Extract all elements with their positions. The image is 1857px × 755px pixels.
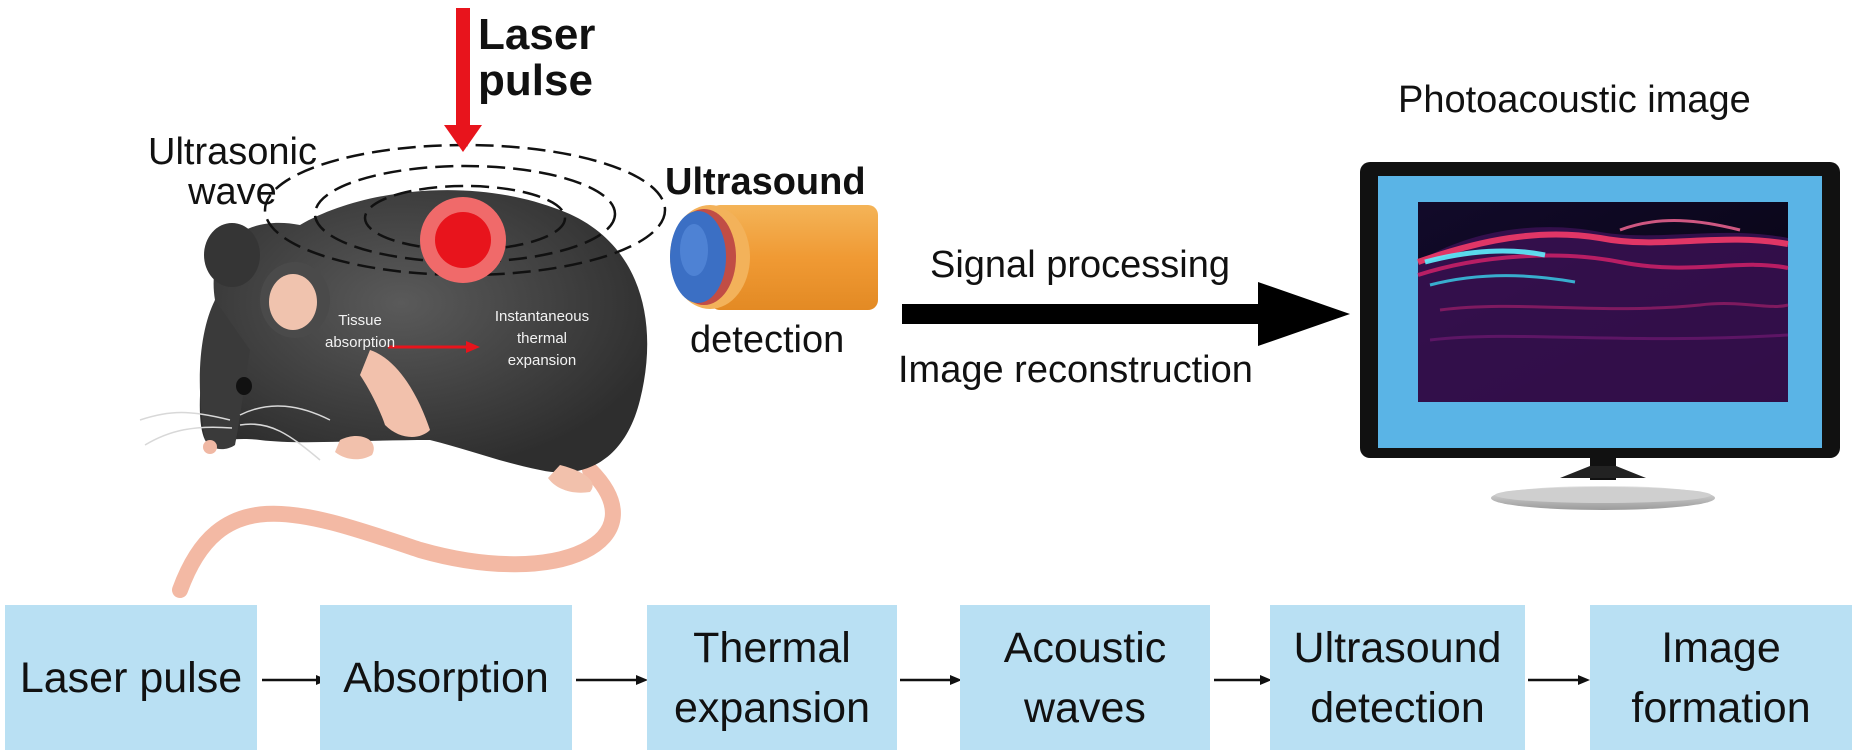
image-reconstruction-label: Image reconstruction [898,349,1253,391]
flow-step-label: Laser pulse [19,653,243,702]
absorption-to-expansion-arrow [388,341,480,353]
laser-pulse-label: Laser pulse [478,10,596,105]
flow-step-label: Ultrasound detection [1293,623,1502,732]
flow-step-acoustic-waves: Acoustic waves [960,605,1210,750]
flow-step-laser-pulse: Laser pulse [5,605,257,750]
flow-step-ultrasound-detection: Ultrasound detection [1270,605,1525,750]
ultrasonic-wave-label: Ultrasonic wave [148,131,317,213]
signal-processing-label: Signal processing [930,244,1230,286]
detection-label: detection [690,319,845,361]
flow-step-absorption: Absorption [320,605,572,750]
monitor [1360,162,1840,510]
flow-step-label: Thermal expansion [673,623,871,732]
flow-step-label: Image formation [1631,623,1811,732]
absorption-spot [420,197,506,283]
laser-arrow [444,8,482,152]
flow-step-image-formation: Image formation [1590,605,1852,750]
mouse-tail [172,462,621,598]
flow-arrows [262,675,1590,685]
flow-step-label: Absorption [343,653,549,702]
thermal-expansion-label: Instantaneous thermal expansion [494,308,590,369]
mouse-illustration [139,190,648,493]
processing-arrow [902,282,1350,346]
flow-step-thermal-expansion: Thermal expansion [647,605,897,750]
ultrasound-label: Ultrasound [665,161,866,203]
ultrasound-transducer [670,205,878,310]
flow-step-label: Acoustic waves [1003,623,1167,732]
photoacoustic-image [1416,219,1789,402]
photoacoustic-image-label: Photoacoustic image [1398,79,1751,121]
tissue-absorption-label: Tissue absorption [325,312,396,351]
